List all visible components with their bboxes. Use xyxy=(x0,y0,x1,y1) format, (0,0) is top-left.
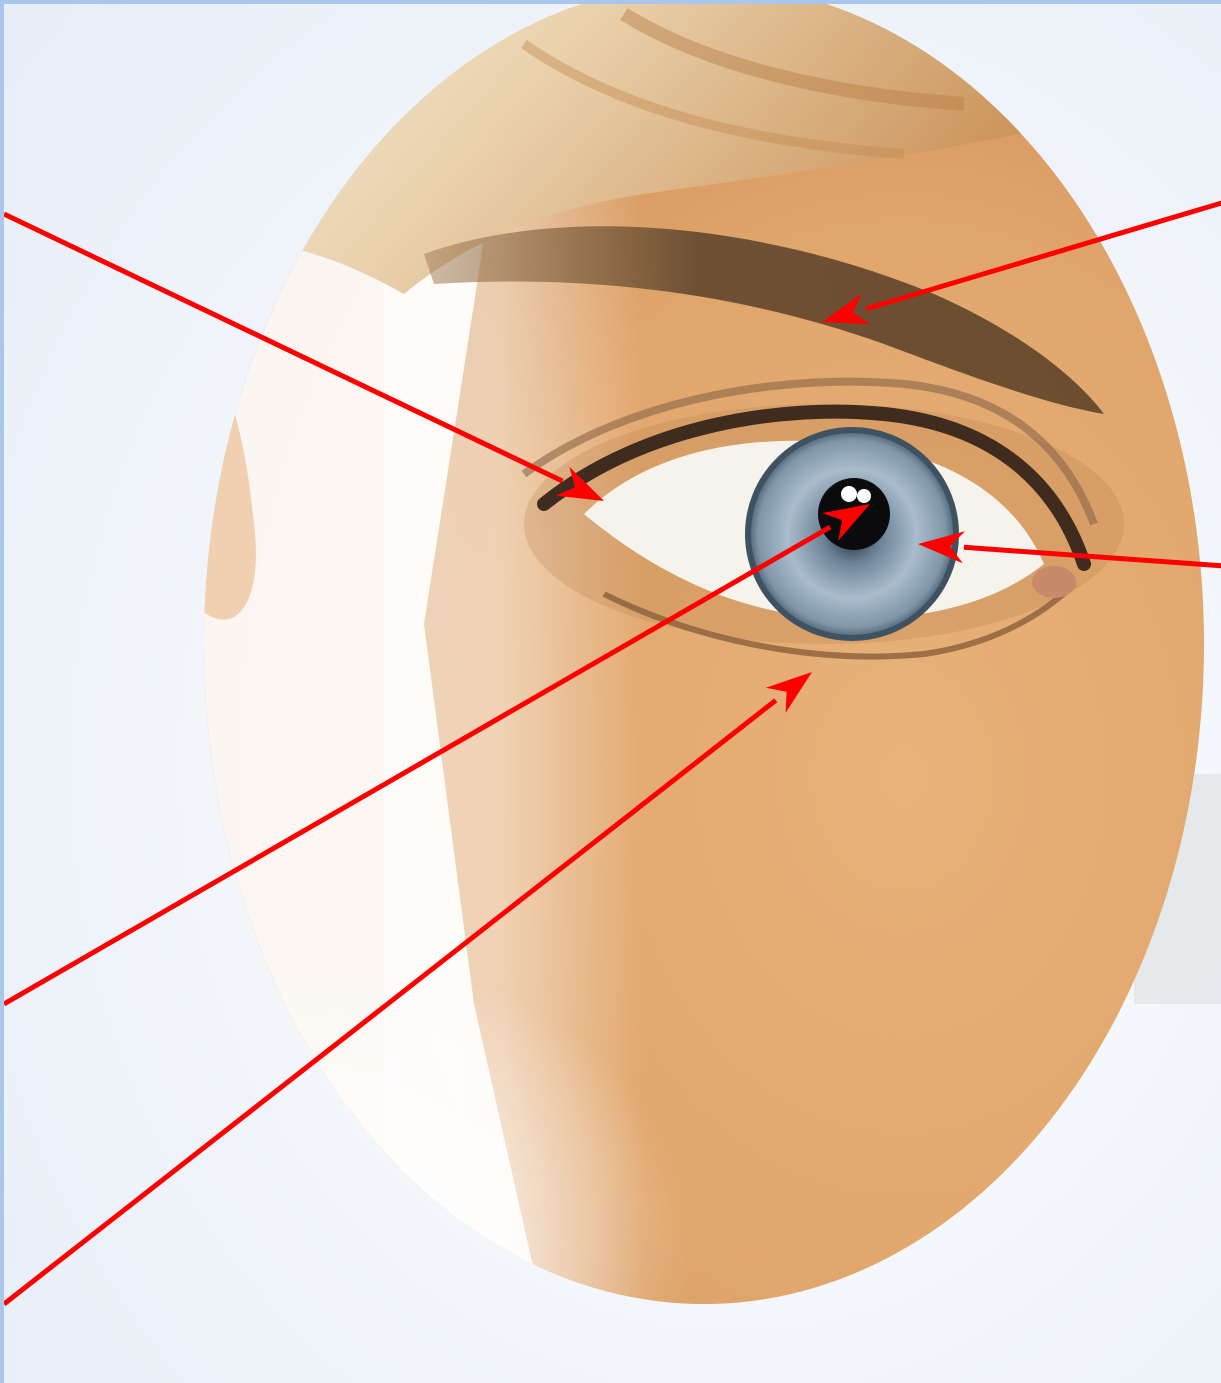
tear-duct xyxy=(1032,566,1076,598)
anatomy-diagram xyxy=(4,4,1221,1383)
catchlight xyxy=(857,489,871,503)
catchlight xyxy=(841,486,857,502)
